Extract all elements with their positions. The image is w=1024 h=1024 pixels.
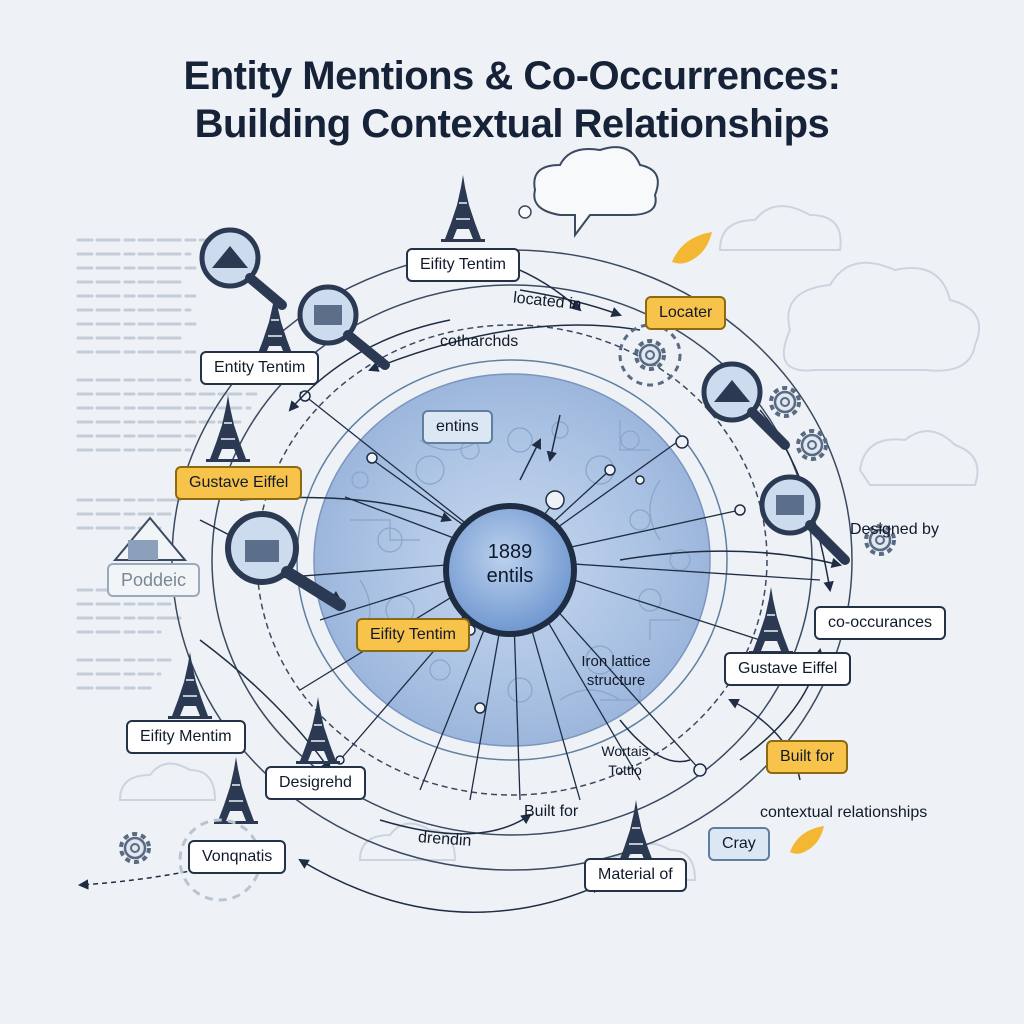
relation-text-wortais: Wortais Tottio: [601, 743, 649, 778]
gear-icon: [796, 429, 828, 461]
gear-icon: [634, 339, 666, 371]
hub-label: 1889 entiƖs: [446, 540, 574, 588]
cloud-icon: [118, 205, 980, 881]
gear-icon: [119, 832, 151, 864]
entity-label-entins[interactable]: entins: [422, 410, 493, 444]
entity-label-built-for[interactable]: Built for: [766, 740, 849, 774]
magnifier-icon: [297, 284, 390, 370]
entity-label-vonqnatis[interactable]: Vonqnatis: [188, 840, 287, 874]
relation-text-built-for: Built for: [524, 803, 579, 820]
eiffel-tower-icon: [205, 394, 251, 463]
hub-label-year: 1889: [487, 541, 533, 563]
landmark-icon: [112, 516, 188, 561]
entity-label-co-occurances[interactable]: co-occurances: [814, 606, 947, 640]
background-text-left: [76, 238, 262, 690]
thought-bubble-icon: [518, 146, 659, 238]
central-entity-hub: [443, 503, 577, 637]
eiffel-tower-icon: [748, 586, 794, 655]
relation-text-designed-by: Designed by: [850, 521, 939, 538]
eiffel-tower-icon: [167, 651, 213, 720]
relation-text-cotharchds: cotharchds: [440, 333, 519, 350]
entity-label-eifity-tentim-mid[interactable]: Eifity Tentim: [356, 618, 470, 652]
page-title: Entity Mentions & Co-Occurrences: Buildi…: [0, 52, 1024, 148]
page-title-line-1: Entity Mentions & Co-Occurrences:: [183, 54, 841, 98]
magnifier-icon: [225, 511, 346, 611]
relation-text-drendin: drendin: [417, 829, 472, 850]
entity-label-eifity-mentim[interactable]: Eifity Mentim: [126, 720, 246, 754]
magnifier-icon: [199, 227, 287, 310]
magnifier-icon: [759, 474, 850, 565]
entity-label-material-of[interactable]: Material of: [584, 858, 687, 892]
leaf-icon: [672, 232, 712, 264]
eiffel-tower-icon: [613, 799, 659, 868]
eiffel-tower-icon: [213, 756, 259, 825]
relation-text-contextual-relationships: contextual relationships: [760, 804, 928, 821]
gear-icon: [618, 323, 682, 387]
gear-icon: [769, 386, 801, 418]
entity-label-gustave-eiffel-right[interactable]: Gustave Eiffel: [724, 652, 852, 686]
eiffel-tower-icon: [440, 174, 486, 243]
entity-label-eifity-tentim-top[interactable]: Eifity Tentim: [406, 248, 520, 282]
relation-text-iron-lattice: Iron lattice structure: [581, 653, 651, 689]
entity-label-designed[interactable]: Desigrehd: [265, 766, 366, 800]
entity-label-gustave-eiffel-left[interactable]: Gustave Eiffel: [175, 466, 303, 500]
entity-label-locater[interactable]: Locater: [645, 296, 727, 330]
entity-label-cray[interactable]: Cray: [708, 827, 770, 861]
entity-label-poddeic[interactable]: Poddeic: [107, 563, 201, 597]
leaf-icon: [790, 826, 824, 854]
entity-label-entity-tentim[interactable]: Entity Tentim: [200, 351, 320, 385]
magnifier-icon: [701, 361, 790, 450]
page-title-line-2: Building Contextual Relationships: [194, 102, 830, 146]
hub-label-entities: entiƖs: [486, 565, 534, 587]
